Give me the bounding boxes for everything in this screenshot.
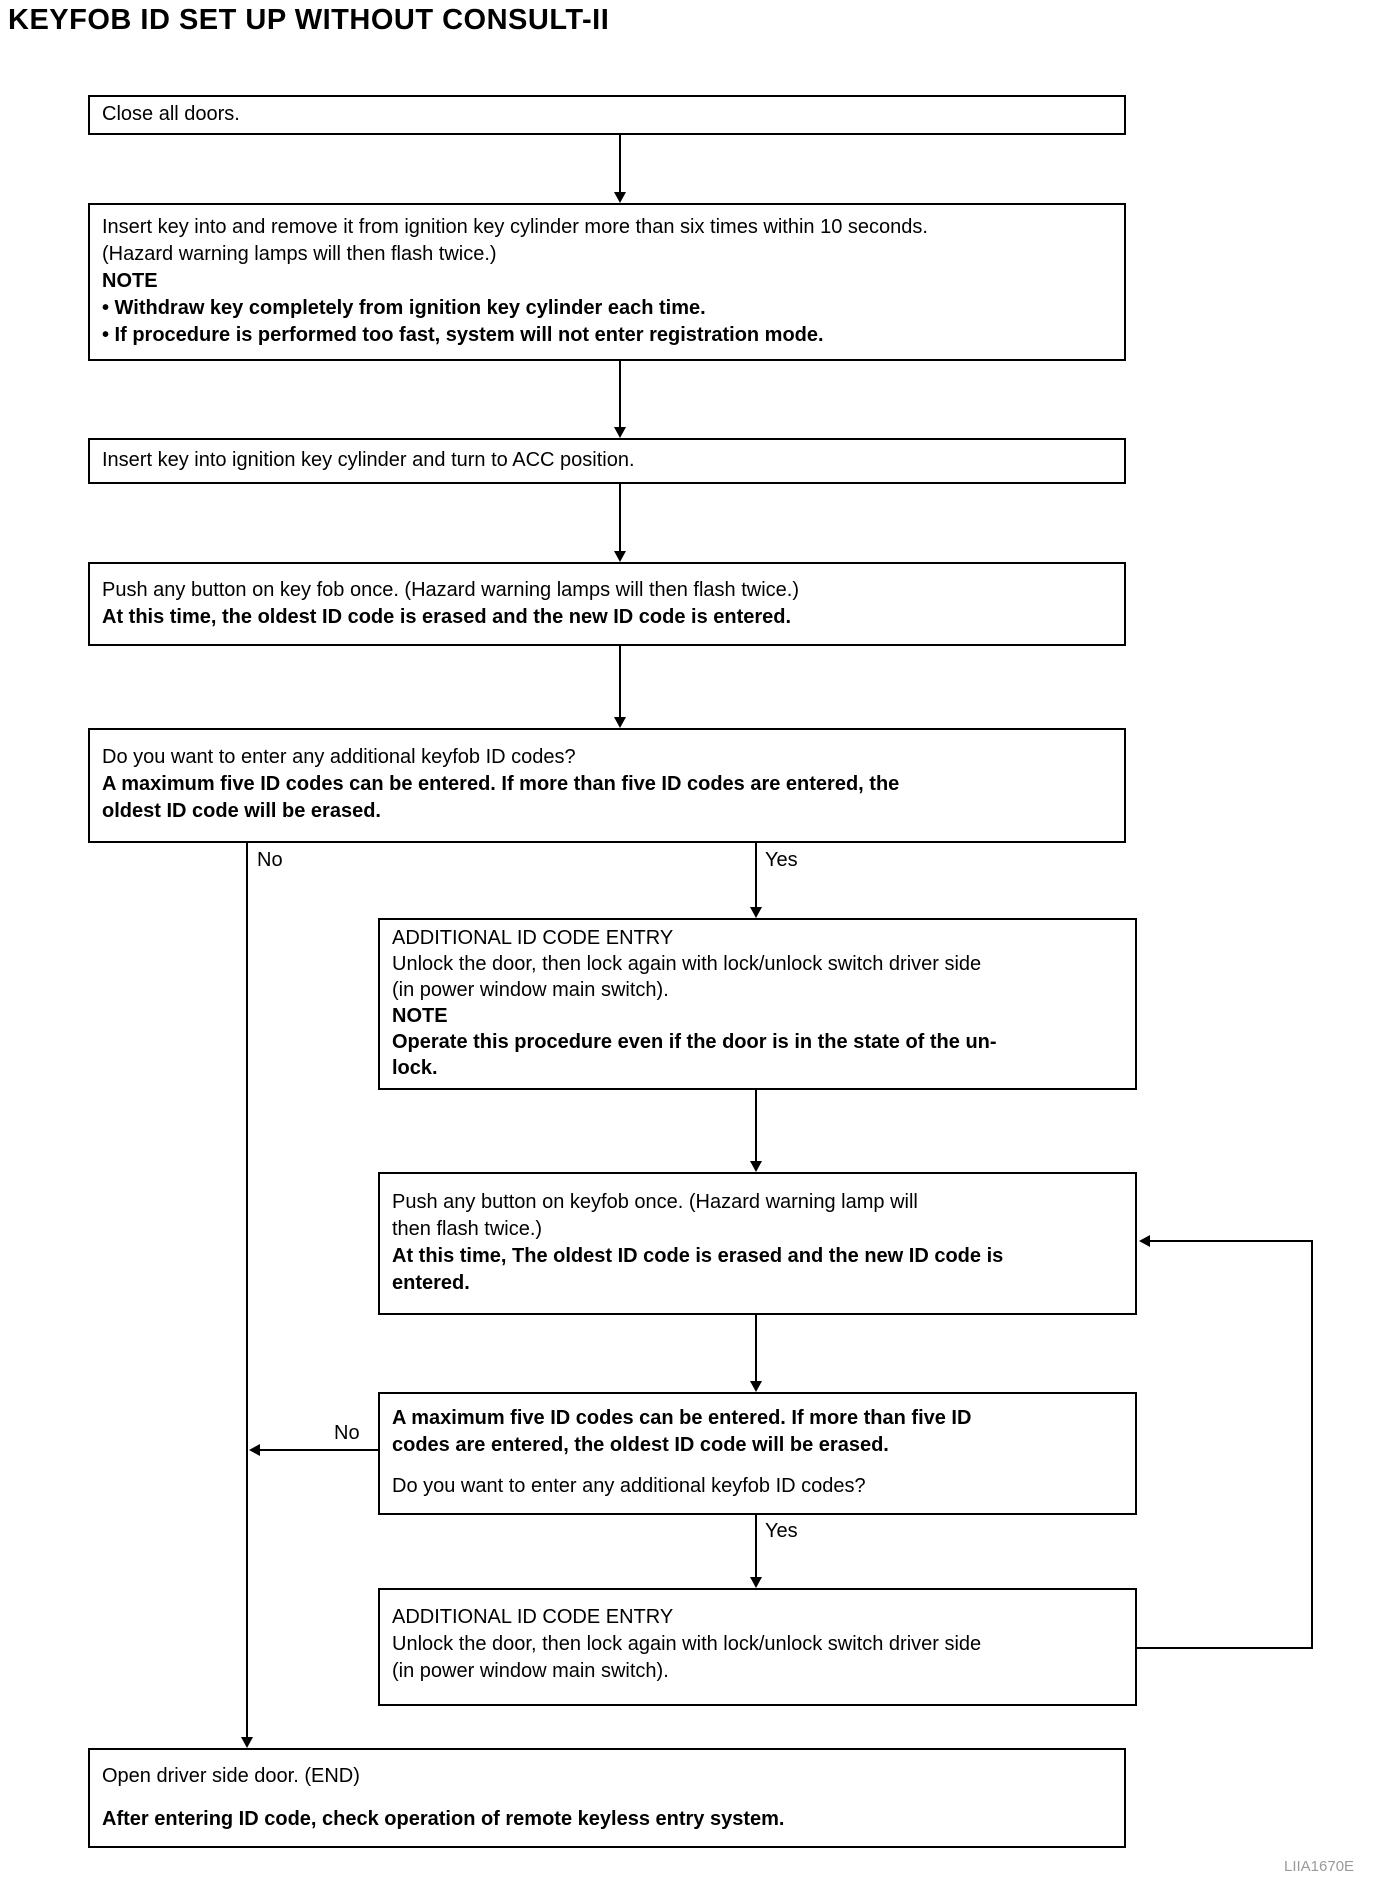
step-text-line: A maximum five ID codes can be entered. … bbox=[392, 1407, 972, 1429]
decision-additional-codes-1: Do you want to enter any additional keyf… bbox=[88, 728, 1126, 843]
arrowhead-down-icon bbox=[750, 1161, 762, 1172]
connector-line bbox=[755, 1315, 757, 1383]
step-text-line: Insert key into and remove it from ignit… bbox=[102, 216, 928, 238]
arrowhead-down-icon bbox=[614, 192, 626, 203]
step-text-line: Unlock the door, then lock again with lo… bbox=[392, 953, 982, 975]
step-text-line: (in power window main switch). bbox=[392, 1660, 669, 1682]
step-text-line: oldest ID code will be erased. bbox=[102, 800, 381, 822]
step-push-button-keyfob-2: Push any button on keyfob once. (Hazard … bbox=[378, 1172, 1137, 1315]
connector-line-yes-branch bbox=[755, 843, 757, 909]
connector-line-no-branch-2 bbox=[258, 1449, 378, 1451]
step-text-line: After entering ID code, check operation … bbox=[102, 1808, 785, 1830]
step-text-line: Open driver side door. (END) bbox=[102, 1765, 360, 1787]
step-open-door-end: Open driver side door. (END) After enter… bbox=[88, 1748, 1126, 1848]
branch-label-yes: Yes bbox=[765, 849, 798, 871]
arrowhead-down-icon bbox=[750, 1577, 762, 1588]
arrowhead-down-icon bbox=[614, 427, 626, 438]
arrowhead-down-icon bbox=[614, 551, 626, 562]
arrowhead-left-icon bbox=[1139, 1235, 1150, 1247]
connector-line bbox=[619, 484, 621, 553]
step-text-line: (in power window main switch). bbox=[392, 979, 669, 1001]
note-text-line: lock. bbox=[392, 1057, 438, 1079]
page-title: KEYFOB ID SET UP WITHOUT CONSULT-II bbox=[8, 4, 610, 36]
note-text-line: Operate this procedure even if the door … bbox=[392, 1031, 997, 1053]
feedback-loop-line bbox=[1148, 1240, 1313, 1242]
branch-label-no: No bbox=[257, 849, 283, 871]
connector-line-no-branch bbox=[246, 843, 248, 1739]
step-text-line: Insert key into ignition key cylinder an… bbox=[102, 449, 635, 471]
arrowhead-down-icon bbox=[614, 717, 626, 728]
step-text-line: At this time, the oldest ID code is eras… bbox=[102, 606, 792, 628]
step-text-line: Close all doors. bbox=[102, 103, 240, 125]
arrowhead-down-icon bbox=[750, 907, 762, 918]
arrowhead-down-icon bbox=[241, 1737, 253, 1748]
branch-label-no: No bbox=[334, 1422, 360, 1444]
connector-line bbox=[755, 1090, 757, 1163]
step-insert-remove-key: Insert key into and remove it from ignit… bbox=[88, 203, 1126, 361]
connector-line bbox=[619, 361, 621, 429]
step-insert-key-acc: Insert key into ignition key cylinder an… bbox=[88, 438, 1126, 484]
note-bullet: • If procedure is performed too fast, sy… bbox=[102, 324, 824, 346]
figure-code: LIIA1670E bbox=[1284, 1858, 1355, 1875]
arrowhead-left-icon bbox=[249, 1444, 260, 1456]
step-close-all-doors: Close all doors. bbox=[88, 95, 1126, 135]
decision-additional-codes-2: A maximum five ID codes can be entered. … bbox=[378, 1392, 1137, 1515]
note-heading: NOTE bbox=[392, 1005, 448, 1027]
connector-line-yes-branch bbox=[755, 1515, 757, 1579]
connector-line bbox=[619, 135, 621, 194]
step-title-line: ADDITIONAL ID CODE ENTRY bbox=[392, 1606, 674, 1628]
step-text-line: codes are entered, the oldest ID code wi… bbox=[392, 1434, 889, 1456]
step-additional-entry-1: ADDITIONAL ID CODE ENTRY Unlock the door… bbox=[378, 918, 1137, 1090]
connector-line bbox=[619, 646, 621, 719]
arrowhead-down-icon bbox=[750, 1381, 762, 1392]
step-text-line: Unlock the door, then lock again with lo… bbox=[392, 1633, 982, 1655]
step-text-line: (Hazard warning lamps will then flash tw… bbox=[102, 243, 497, 265]
note-bullet: • Withdraw key completely from ignition … bbox=[102, 297, 706, 319]
step-text-line: Do you want to enter any additional keyf… bbox=[102, 746, 576, 768]
step-text-line: A maximum five ID codes can be entered. … bbox=[102, 773, 900, 795]
step-push-button-keyfob: Push any button on key fob once. (Hazard… bbox=[88, 562, 1126, 646]
step-additional-entry-2: ADDITIONAL ID CODE ENTRY Unlock the door… bbox=[378, 1588, 1137, 1706]
branch-label-yes: Yes bbox=[765, 1520, 798, 1542]
note-heading: NOTE bbox=[102, 270, 158, 292]
step-text-line: entered. bbox=[392, 1272, 470, 1294]
step-text-line: Push any button on key fob once. (Hazard… bbox=[102, 579, 800, 601]
step-text-line: At this time, The oldest ID code is eras… bbox=[392, 1245, 1004, 1267]
step-text-line: Push any button on keyfob once. (Hazard … bbox=[392, 1191, 918, 1213]
feedback-loop-line bbox=[1311, 1240, 1313, 1649]
step-text-line: Do you want to enter any additional keyf… bbox=[392, 1475, 866, 1497]
step-title-line: ADDITIONAL ID CODE ENTRY bbox=[392, 927, 674, 949]
feedback-loop-line bbox=[1137, 1647, 1313, 1649]
step-text-line: then flash twice.) bbox=[392, 1218, 543, 1240]
